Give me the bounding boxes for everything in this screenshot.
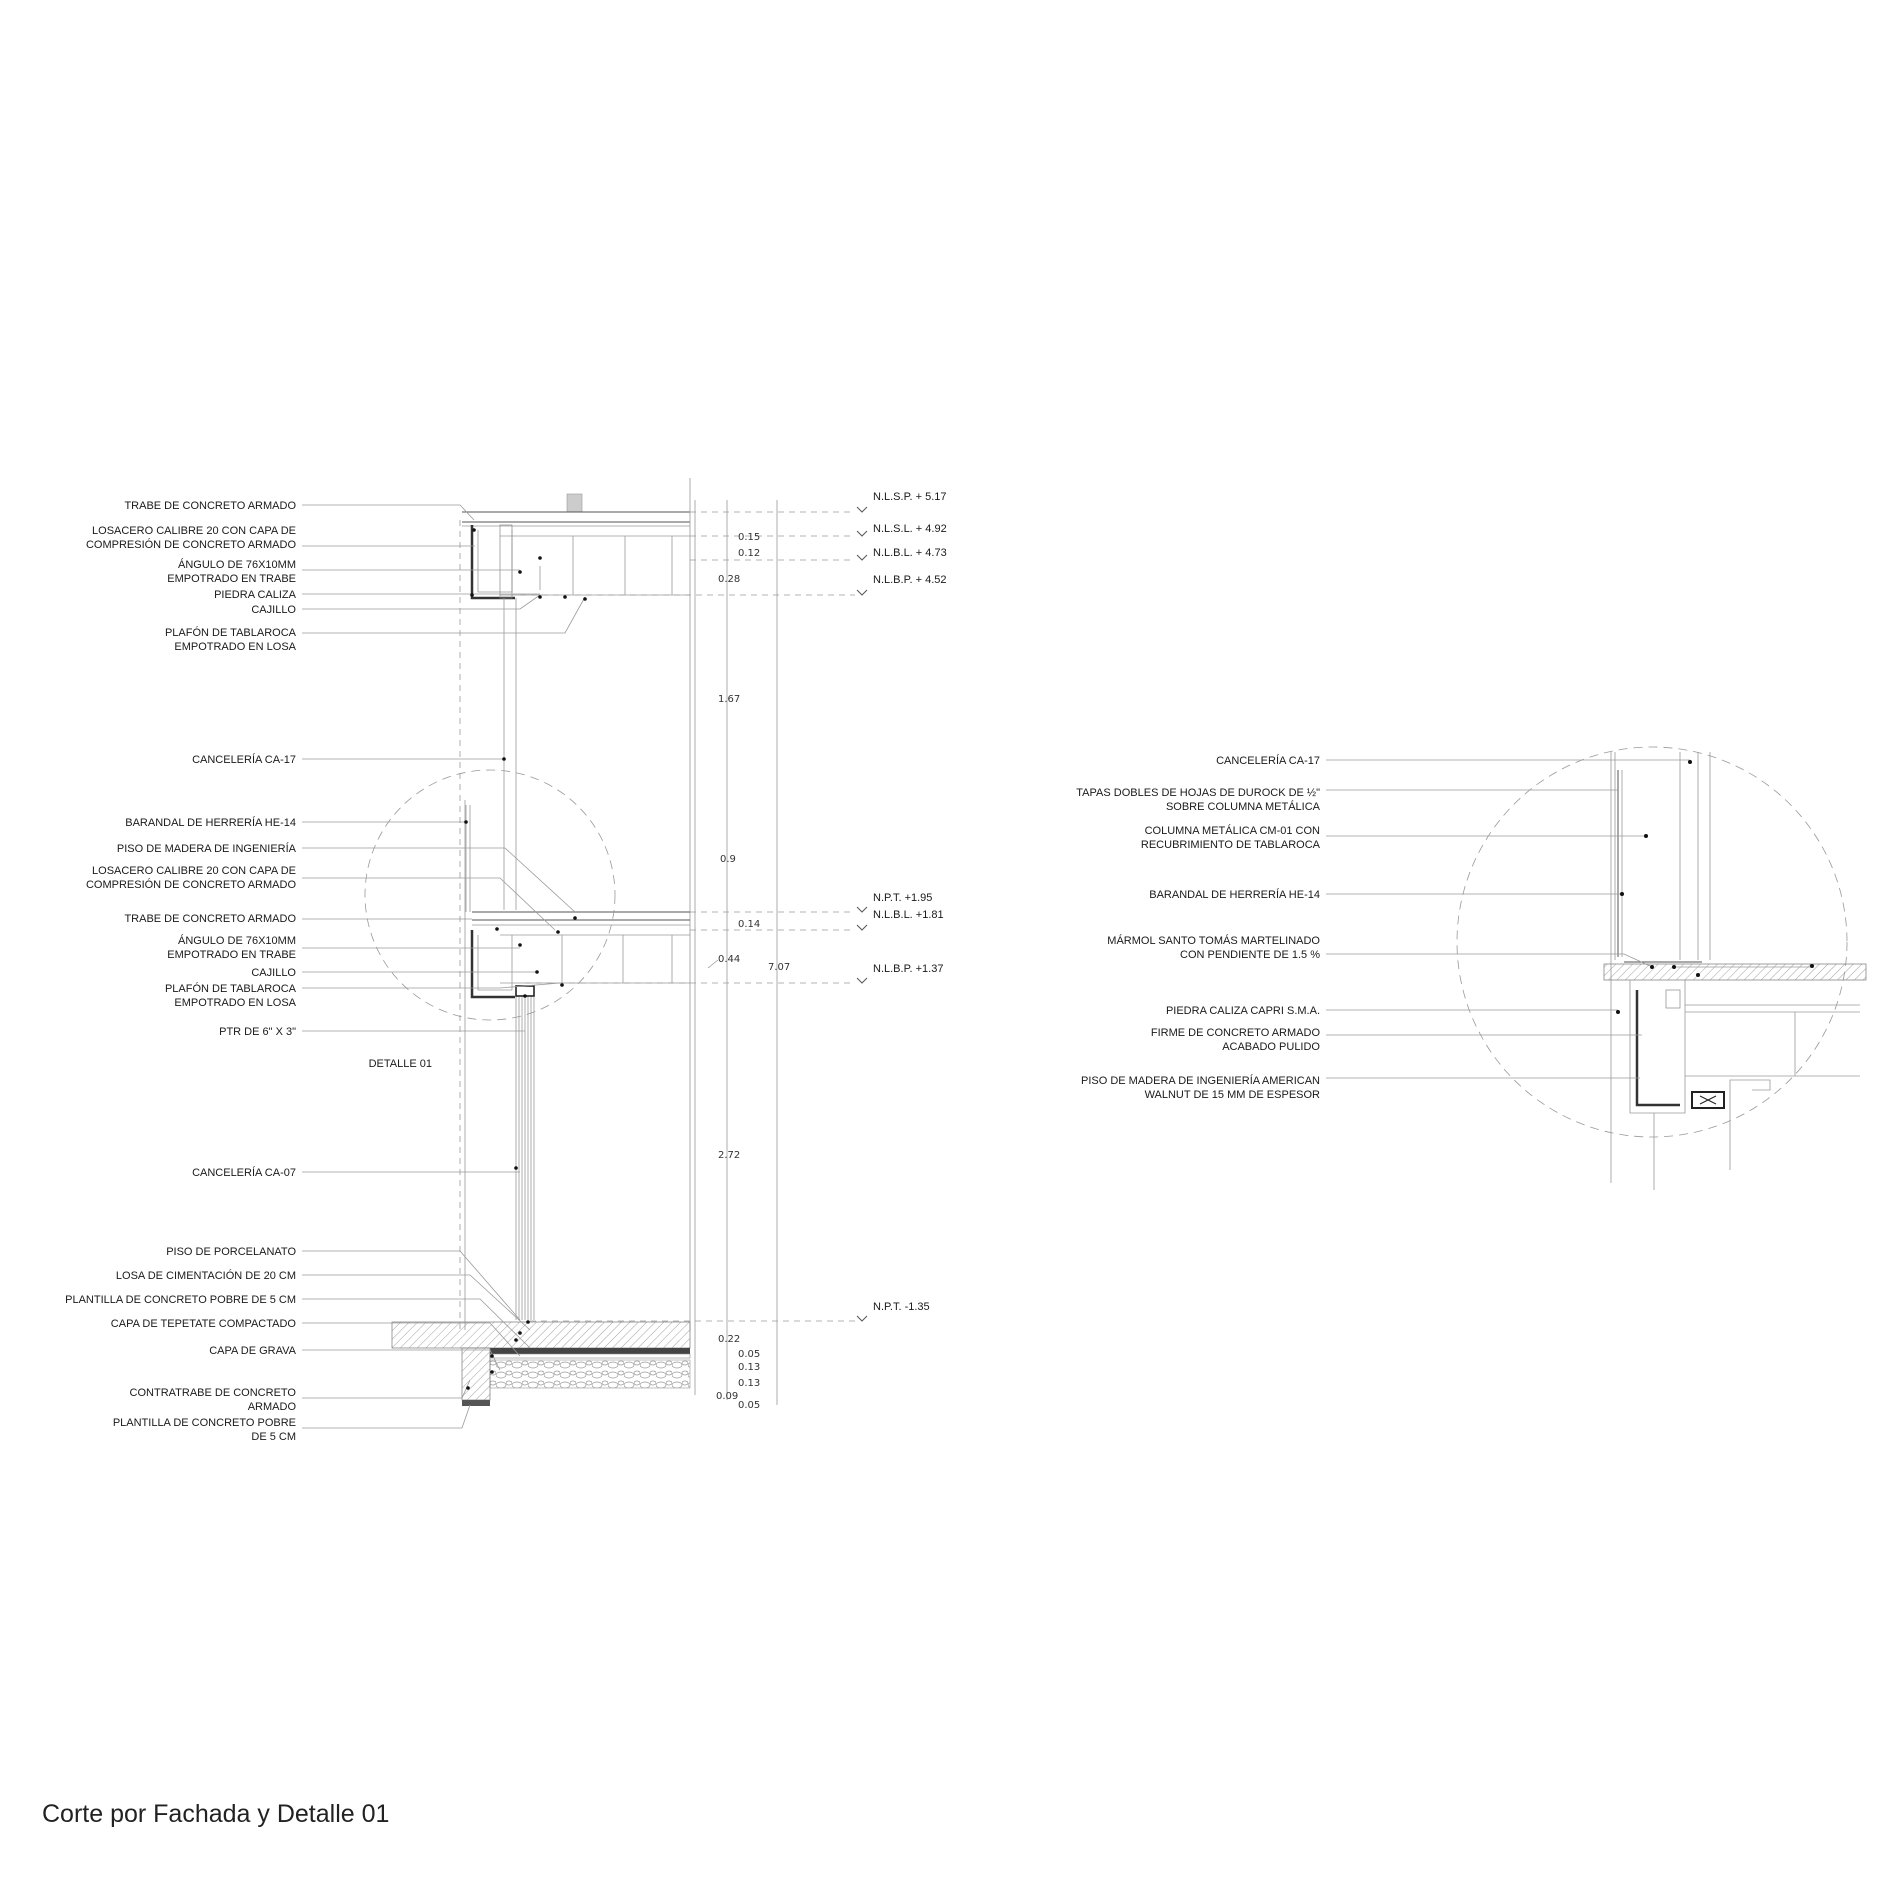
detail-label-6-line-1: ACABADO PULIDO xyxy=(1222,1041,1320,1053)
section-label-11-line-1: EMPOTRADO EN TRABE xyxy=(167,949,296,961)
section-label-19-line-0: CAPA DE TEPETATE COMPACTADO xyxy=(111,1318,297,1330)
detail-label-4-line-1: CON PENDIENTE DE 1.5 % xyxy=(1180,949,1320,961)
dimension-10: 0.05 xyxy=(738,1349,760,1360)
section-label-11-line-0: ÁNGULO DE 76X10MM xyxy=(178,934,296,947)
section-label-15-line-0: CANCELERÍA CA-07 xyxy=(192,1166,296,1179)
section-label-20-line-0: CAPA DE GRAVA xyxy=(209,1345,296,1357)
detail-01-geometry xyxy=(1456,746,1867,1190)
section-label-16-line-0: PISO DE PORCELANATO xyxy=(166,1246,296,1258)
level-label-2: N.L.B.L. + 4.73 xyxy=(873,547,947,559)
section-label-13-line-1: EMPOTRADO EN LOSA xyxy=(174,997,296,1009)
detail-label-0-line-0: CANCELERÍA CA-17 xyxy=(1216,754,1320,767)
level-label-7: N.P.T. -1.35 xyxy=(873,1301,930,1313)
section-label-0-line-0: TRABE DE CONCRETO ARMADO xyxy=(124,500,296,512)
section-label-21-line-1: ARMADO xyxy=(248,1401,297,1413)
section-label-leaders xyxy=(302,504,586,1429)
detail-label-4-line-0: MÁRMOL SANTO TOMÁS MARTELINADO xyxy=(1107,934,1320,947)
section-label-9-line-1: COMPRESIÓN DE CONCRETO ARMADO xyxy=(86,878,296,891)
section-label-2-line-0: ÁNGULO DE 76X10MM xyxy=(178,558,296,571)
detail-label-1-line-1: SOBRE COLUMNA METÁLICA xyxy=(1166,800,1321,813)
dimension-0: 0.15 xyxy=(738,532,760,543)
dimension-5: 0.14 xyxy=(738,919,760,930)
detail-title: DETALLE 01 xyxy=(369,1058,432,1070)
facade-section-geometry xyxy=(364,478,868,1406)
section-label-12-line-0: CAJILLO xyxy=(251,967,296,979)
section-label-22-line-0: PLANTILLA DE CONCRETO POBRE xyxy=(113,1417,296,1429)
dimension-1: 0.12 xyxy=(738,548,760,559)
dimension-values: 0.15 0.12 0.28 1.67 0.9 0.14 0.44 7.07 2.72 0.22 0… xyxy=(716,532,790,1411)
level-label-4: N.P.T. +1.95 xyxy=(873,892,932,904)
dimension-4: 0.9 xyxy=(720,854,736,865)
level-label-6: N.L.B.P. +1.37 xyxy=(873,963,943,975)
dimension-9: 0.22 xyxy=(718,1334,740,1345)
detail-label-3-line-0: BARANDAL DE HERRERÍA HE-14 xyxy=(1149,888,1320,901)
section-label-7-line-0: BARANDAL DE HERRERÍA HE-14 xyxy=(125,816,296,829)
detail-label-1-line-0: TAPAS DOBLES DE HOJAS DE DUROCK DE ½" xyxy=(1076,787,1320,799)
detail-leader-dots xyxy=(1616,760,1814,1014)
dimension-11: 0.13 xyxy=(738,1362,760,1373)
section-label-1-line-1: COMPRESIÓN DE CONCRETO ARMADO xyxy=(86,538,296,551)
detail-label-2-line-0: COLUMNA METÁLICA CM-01 CON xyxy=(1145,824,1320,837)
section-label-10-line-0: TRABE DE CONCRETO ARMADO xyxy=(124,913,296,925)
dimension-2: 0.28 xyxy=(718,574,740,585)
section-label-3-line-0: PIEDRA CALIZA xyxy=(214,589,297,601)
section-label-22-line-1: DE 5 CM xyxy=(251,1431,296,1443)
section-label-18-line-0: PLANTILLA DE CONCRETO POBRE DE 5 CM xyxy=(65,1294,296,1306)
detail-label-6-line-0: FIRME DE CONCRETO ARMADO xyxy=(1151,1027,1321,1039)
section-label-5-line-1: EMPOTRADO EN LOSA xyxy=(174,641,296,653)
drawing-caption: Corte por Fachada y Detalle 01 xyxy=(42,1800,390,1828)
dimension-7: 7.07 xyxy=(768,962,790,973)
dimension-8: 2.72 xyxy=(718,1150,740,1161)
level-label-5: N.L.B.L. +1.81 xyxy=(873,909,944,921)
dimension-6: 0.44 xyxy=(718,954,740,965)
detail-label-7-line-0: PISO DE MADERA DE INGENIERÍA AMERICAN xyxy=(1081,1074,1320,1087)
level-label-0: N.L.S.P. + 5.17 xyxy=(873,491,947,503)
dimension-14: 0.05 xyxy=(738,1400,760,1411)
section-label-14-line-0: PTR DE 6" X 3" xyxy=(219,1026,296,1038)
section-label-5-line-0: PLAFÓN DE TABLAROCA xyxy=(165,626,297,639)
section-leader-dots xyxy=(464,528,587,1390)
section-label-21-line-0: CONTRATRABE DE CONCRETO xyxy=(130,1387,297,1399)
section-label-9-line-0: LOSACERO CALIBRE 20 CON CAPA DE xyxy=(92,865,296,877)
section-label-2-line-1: EMPOTRADO EN TRABE xyxy=(167,573,296,585)
section-label-8-line-0: PISO DE MADERA DE INGENIERÍA xyxy=(117,842,297,855)
level-labels: N.L.S.P. + 5.17N.L.S.L. + 4.92N.L.B.L. +… xyxy=(873,491,947,1313)
level-label-3: N.L.B.P. + 4.52 xyxy=(873,574,947,586)
section-label-13-line-0: PLAFÓN DE TABLAROCA xyxy=(165,982,297,995)
dimension-13: 0.09 xyxy=(716,1391,738,1402)
section-label-1-line-0: LOSACERO CALIBRE 20 CON CAPA DE xyxy=(92,525,296,537)
level-label-1: N.L.S.L. + 4.92 xyxy=(873,523,947,535)
detail-label-5-line-0: PIEDRA CALIZA CAPRI S.M.A. xyxy=(1166,1005,1320,1017)
dimension-3: 1.67 xyxy=(718,694,740,705)
detail-label-7-line-1: WALNUT DE 15 MM DE ESPESOR xyxy=(1145,1089,1320,1101)
section-label-4-line-0: CAJILLO xyxy=(251,604,296,616)
detail-label-2-line-1: RECUBRIMIENTO DE TABLAROCA xyxy=(1141,839,1321,851)
section-label-6-line-0: CANCELERÍA CA-17 xyxy=(192,753,296,766)
dimension-12: 0.13 xyxy=(738,1378,760,1389)
detail-label-leaders xyxy=(1326,759,1812,1079)
section-label-17-line-0: LOSA DE CIMENTACIÓN DE 20 CM xyxy=(116,1269,296,1282)
section-labels: TRABE DE CONCRETO ARMADO LOSACERO CALIBRE… xyxy=(65,500,297,1443)
